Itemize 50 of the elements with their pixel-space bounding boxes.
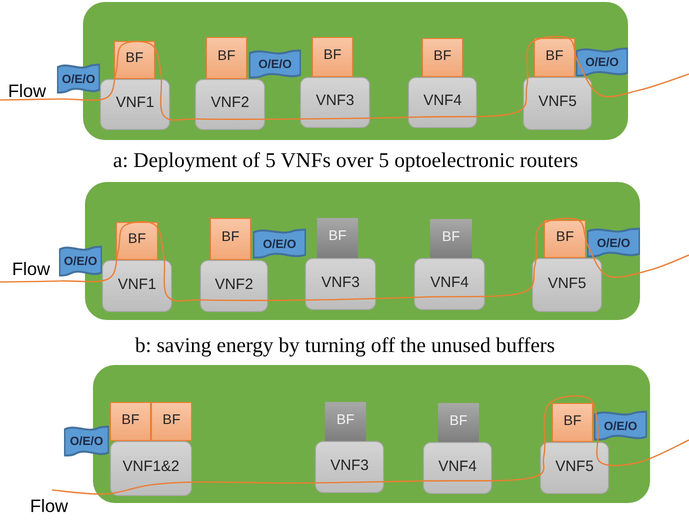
converter-label: O/E/O	[585, 55, 619, 69]
vnf-node: VNF4	[414, 258, 485, 310]
converter-label: O/E/O	[604, 418, 638, 432]
buffer-block: BF	[114, 41, 155, 79]
buffer-block: BF	[312, 37, 353, 77]
panel-caption: b: saving energy by turning off the unused buffers	[135, 333, 555, 358]
vnf-node: VNF2	[195, 79, 265, 130]
converter-label: O/E/O	[596, 236, 630, 250]
buffer-block: BF	[325, 402, 366, 441]
vnf-node: VNF5	[523, 77, 592, 130]
buffer-block: BF	[534, 38, 575, 77]
buffer-block: BF	[552, 403, 593, 442]
wave-flag	[587, 227, 640, 258]
flow-label: Flow	[8, 81, 46, 102]
wave-flag	[59, 245, 102, 277]
vnf-node: VNF1	[100, 79, 170, 130]
wave-flag	[57, 63, 100, 94]
wave-flag	[594, 410, 647, 441]
vnf-node: VNF4	[408, 77, 477, 128]
panel-caption: a: Deployment of 5 VNFs over 5 optoelectronic routers	[113, 148, 578, 173]
buffer-block: BF	[438, 403, 479, 442]
vnf-node: VNF5	[540, 442, 609, 494]
wave-flag	[576, 47, 628, 77]
buffer-block: BF	[110, 402, 151, 441]
vnf-node: VNF2	[200, 260, 268, 312]
buffer-block: BF	[151, 402, 192, 441]
wave-flag	[253, 228, 306, 259]
converter-label: O/E/O	[262, 236, 296, 250]
vnf-node: VNF3	[300, 77, 370, 128]
wave-flag	[249, 49, 301, 79]
vnf-node: VNF5	[532, 258, 602, 312]
vnf-node: VNF3	[315, 441, 384, 493]
buffer-block: BF	[317, 218, 358, 258]
converter-label: O/E/O	[258, 57, 292, 71]
vnf-node: VNF3	[305, 258, 376, 310]
buffer-block: BF	[116, 222, 158, 260]
vnf-node: VNF1&2	[110, 441, 192, 496]
converter-label: O/E/O	[62, 72, 96, 86]
buffer-block: BF	[210, 218, 251, 260]
buffer-block: BF	[422, 38, 463, 77]
buffer-block: BF	[544, 220, 586, 258]
vnf-node: VNF4	[423, 442, 492, 494]
converter-label: O/E/O	[64, 254, 98, 268]
buffer-block: BF	[430, 219, 472, 258]
wave-flag	[64, 425, 109, 457]
flow-label: Flow	[12, 259, 50, 280]
buffer-block: BF	[206, 37, 247, 79]
converter-label: O/E/O	[70, 434, 104, 448]
vnf-node: VNF1	[102, 260, 172, 312]
flow-label: Flow	[30, 496, 68, 517]
